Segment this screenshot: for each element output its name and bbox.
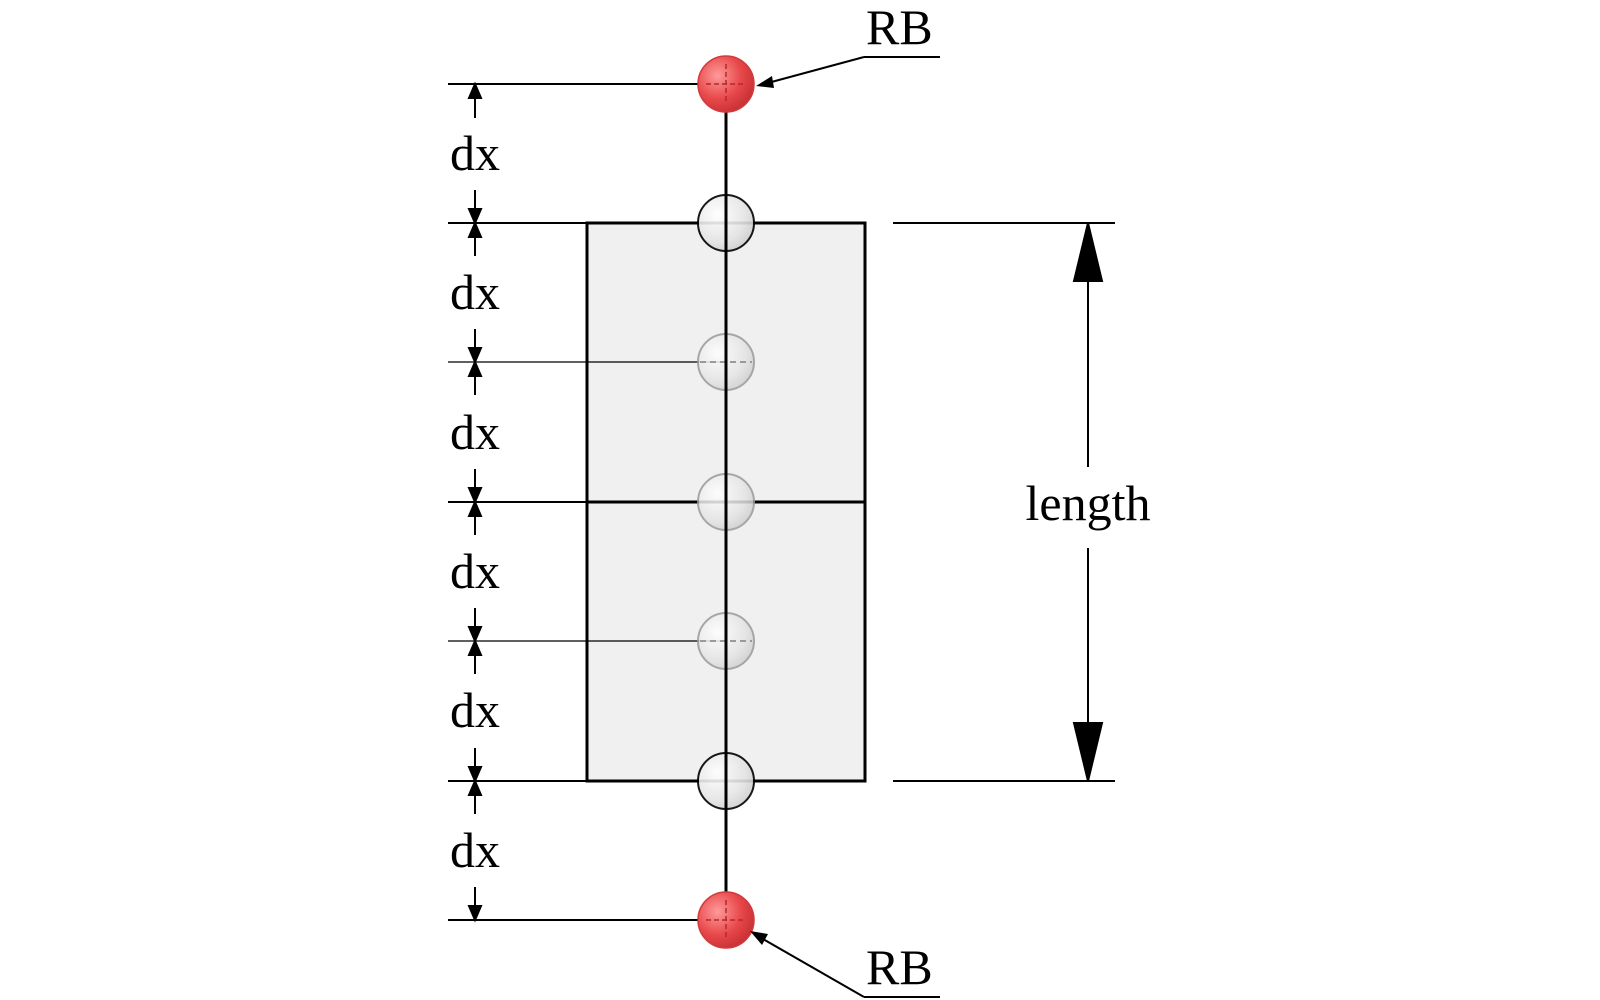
dx-label-3: dx: [450, 404, 500, 460]
rigid-body-node-bottom: [697, 891, 755, 949]
dx-label-4: dx: [450, 543, 500, 599]
dx-label-5: dx: [450, 682, 500, 738]
dx-label-6: dx: [450, 822, 500, 878]
dx-label-2: dx: [450, 264, 500, 320]
dx-dimension-arrows: [467, 81, 483, 923]
length-label: length: [1026, 475, 1151, 531]
dx-label-1: dx: [450, 125, 500, 181]
rb-top-label: RB: [866, 0, 933, 55]
rb-bottom-leader: [750, 931, 940, 998]
rb-top-leader: [756, 56, 940, 88]
length-dimension-arrow: [1072, 222, 1104, 782]
rb-bottom-label: RB: [866, 939, 933, 995]
rigid-body-node-top: [697, 55, 755, 113]
